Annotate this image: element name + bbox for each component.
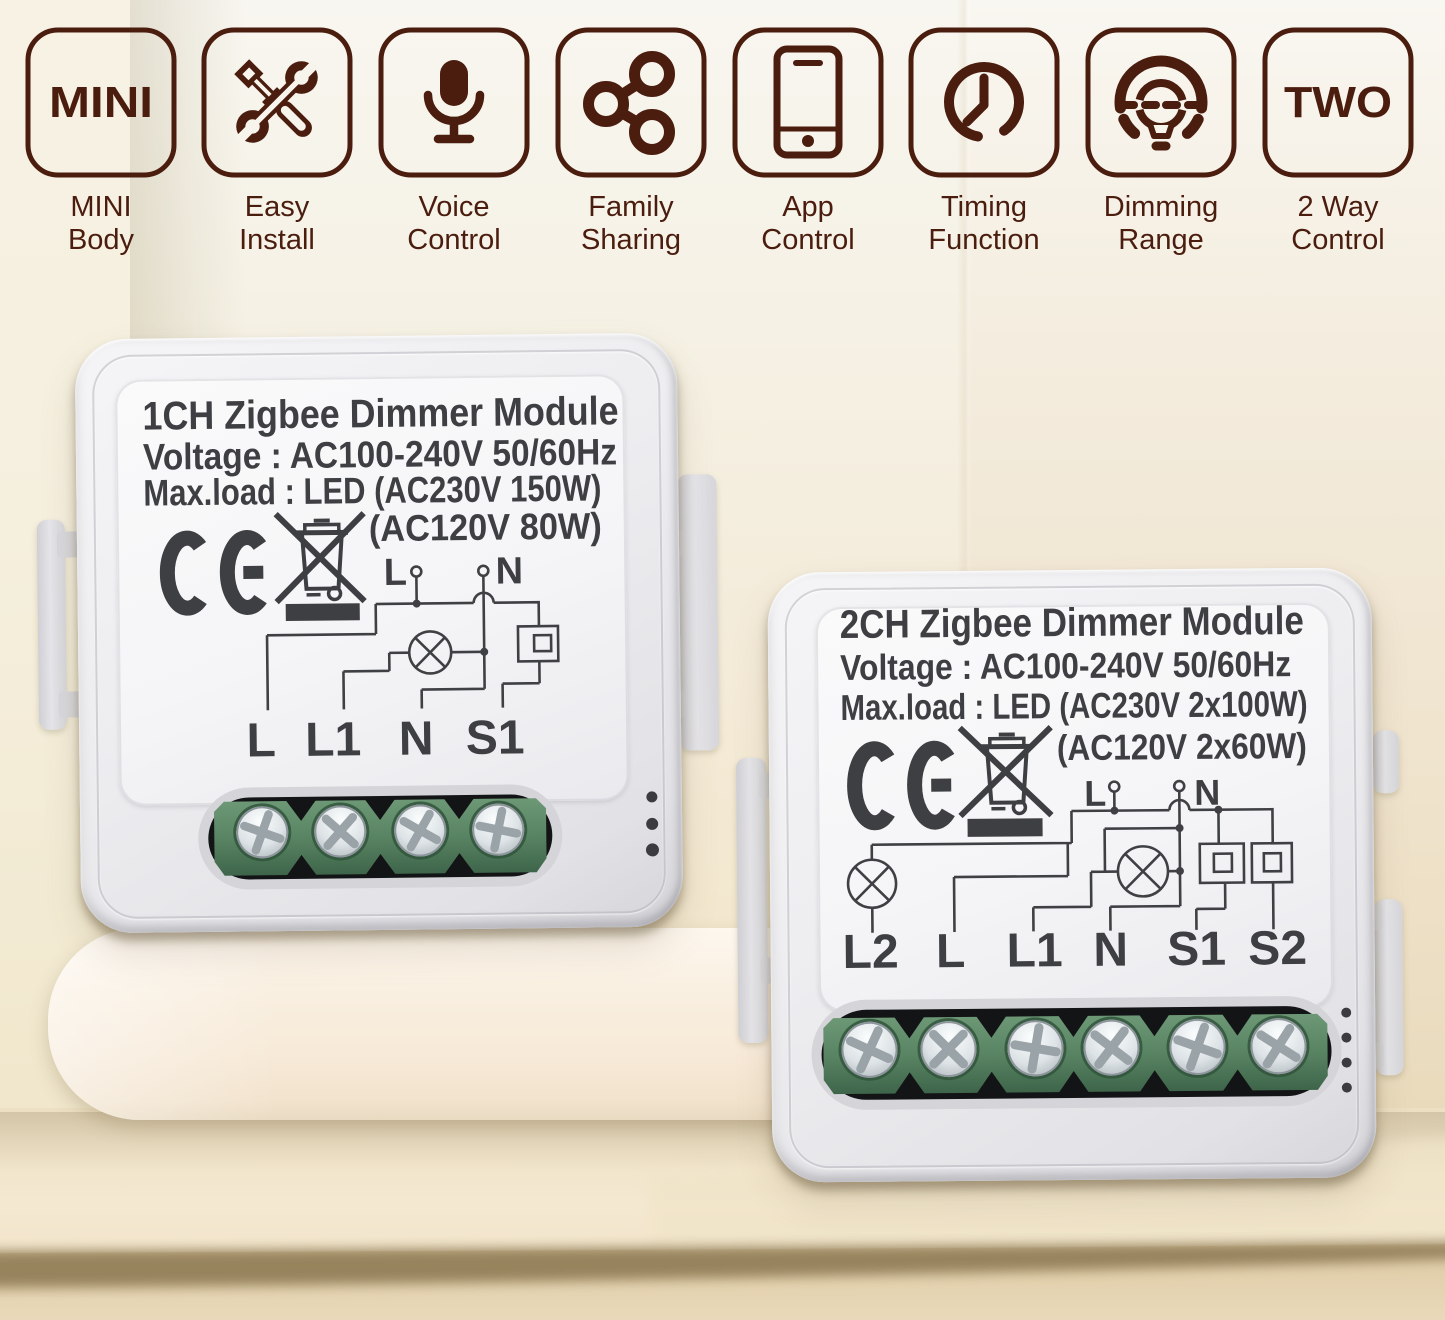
- svg-text:L1: L1: [1006, 924, 1062, 977]
- svg-text:L: L: [383, 552, 407, 594]
- svg-text:L: L: [246, 714, 276, 767]
- svg-text:N: N: [399, 712, 434, 765]
- svg-text:N: N: [1194, 772, 1220, 813]
- svg-text:S1: S1: [466, 711, 525, 765]
- svg-text:App: App: [782, 191, 834, 223]
- svg-text:2 Way: 2 Way: [1297, 191, 1379, 223]
- svg-text:Voltage : AC100-240V 50/60Hz: Voltage : AC100-240V 50/60Hz: [143, 431, 617, 477]
- svg-text:Control: Control: [761, 224, 855, 256]
- svg-text:Range: Range: [1118, 224, 1203, 256]
- svg-text:Function: Function: [928, 224, 1039, 256]
- svg-text:Control: Control: [407, 224, 501, 256]
- svg-text:N: N: [1093, 924, 1128, 977]
- svg-text:Easy: Easy: [245, 191, 310, 223]
- svg-text:(AC120V 80W): (AC120V 80W): [369, 505, 602, 549]
- svg-text:Voltage : AC100-240V 50/60Hz: Voltage : AC100-240V 50/60Hz: [840, 643, 1291, 688]
- svg-text:S1: S1: [1167, 923, 1226, 977]
- svg-text:Install: Install: [239, 224, 315, 256]
- svg-text:TWO: TWO: [1284, 78, 1392, 127]
- svg-text:Family: Family: [588, 191, 674, 223]
- svg-text:MINI: MINI: [70, 191, 131, 223]
- svg-text:L: L: [1084, 773, 1106, 814]
- svg-text:Max.load : LED (AC230V 2x100W): Max.load : LED (AC230V 2x100W): [840, 683, 1307, 728]
- svg-text:1CH Zigbee Dimmer Module: 1CH Zigbee Dimmer Module: [142, 389, 618, 438]
- svg-text:Dimming: Dimming: [1104, 191, 1218, 223]
- svg-text:L: L: [936, 925, 966, 978]
- svg-text:S2: S2: [1248, 922, 1307, 976]
- svg-text:MINI: MINI: [49, 78, 153, 127]
- svg-text:N: N: [495, 550, 523, 592]
- svg-text:L2: L2: [842, 926, 898, 979]
- svg-text:Timing: Timing: [941, 191, 1027, 223]
- svg-text:Sharing: Sharing: [581, 224, 681, 256]
- svg-text:Max.load : LED (AC230V 150W): Max.load : LED (AC230V 150W): [143, 467, 601, 513]
- svg-text:Body: Body: [68, 224, 135, 256]
- svg-text:Control: Control: [1291, 224, 1385, 256]
- svg-text:2CH Zigbee Dimmer Module: 2CH Zigbee Dimmer Module: [840, 599, 1304, 647]
- svg-text:L1: L1: [305, 713, 362, 767]
- svg-text:(AC120V 2x60W): (AC120V 2x60W): [1057, 725, 1307, 768]
- svg-text:Voice: Voice: [419, 191, 490, 223]
